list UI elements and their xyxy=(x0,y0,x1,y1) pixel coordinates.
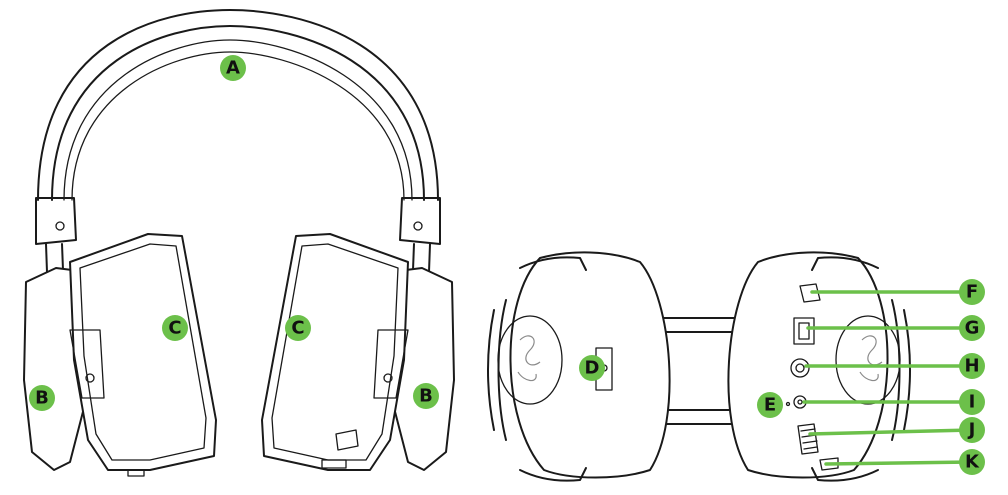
callout-a: A xyxy=(220,55,246,81)
svg-text:B: B xyxy=(419,386,433,407)
leader-line-k xyxy=(824,460,974,466)
svg-text:B: B xyxy=(35,388,49,409)
callout-h: H xyxy=(959,353,985,379)
svg-text:D: D xyxy=(585,358,600,379)
left-earcup xyxy=(23,233,217,477)
callout-i: I xyxy=(959,389,985,415)
callout-badges: A B C C B D E F xyxy=(29,55,985,475)
svg-text:K: K xyxy=(965,452,980,473)
headband xyxy=(37,9,439,201)
svg-text:J: J xyxy=(967,420,976,441)
callout-g: G xyxy=(959,315,985,341)
callout-c-right: C xyxy=(285,315,311,341)
svg-text:E: E xyxy=(764,395,776,416)
callout-c-left: C xyxy=(162,315,188,341)
svg-text:C: C xyxy=(168,318,181,339)
callout-b-right: B xyxy=(413,383,439,409)
callout-k: K xyxy=(959,449,985,475)
svg-text:G: G xyxy=(965,318,980,339)
callout-e: E xyxy=(757,392,783,418)
side-band xyxy=(659,317,739,425)
svg-text:A: A xyxy=(226,58,240,79)
callout-b-left: B xyxy=(29,385,55,411)
leader-line-j xyxy=(808,428,974,436)
callout-lines xyxy=(802,290,974,466)
front-view xyxy=(23,9,455,477)
callout-f: F xyxy=(959,279,985,305)
svg-text:I: I xyxy=(969,392,976,413)
svg-text:C: C xyxy=(291,318,304,339)
side-earcup-left xyxy=(487,251,671,482)
callout-j: J xyxy=(959,417,985,443)
right-earcup xyxy=(261,233,455,471)
callout-d: D xyxy=(579,355,605,381)
svg-text:F: F xyxy=(966,282,978,303)
svg-text:H: H xyxy=(964,356,979,377)
